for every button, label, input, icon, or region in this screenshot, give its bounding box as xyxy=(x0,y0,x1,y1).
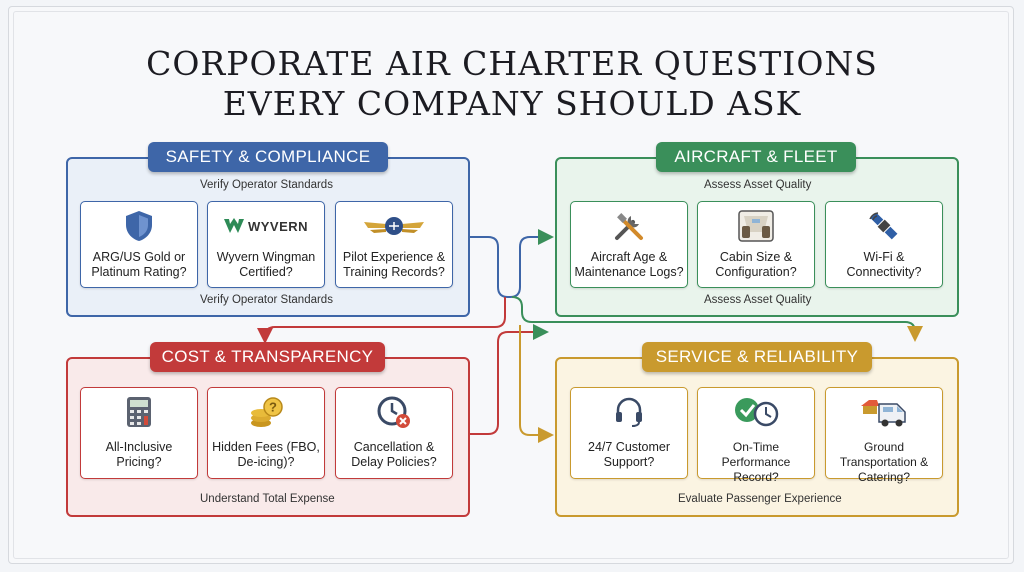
shield-icon xyxy=(81,210,197,242)
card-label: Cancellation & Delay Policies? xyxy=(351,440,437,469)
card-wyvern: WYVERN Wyvern Wingman Certified? xyxy=(207,201,325,288)
card-label: Wi-Fi & Connectivity? xyxy=(846,250,922,279)
card-label: Hidden Fees (FBO, De-icing)? xyxy=(212,440,320,469)
card-cancellation: Cancellation & Delay Policies? xyxy=(335,387,453,479)
card-cabin-size: Cabin Size & Configuration? xyxy=(697,201,815,288)
headset-icon xyxy=(571,396,687,428)
van-icon xyxy=(826,396,942,428)
wyvern-logo: WYVERN xyxy=(208,210,324,242)
svg-text:?: ? xyxy=(269,400,277,415)
service-heading: SERVICE & RELIABILITY xyxy=(642,342,872,372)
card-label: On-Time Performance Record? xyxy=(721,440,791,484)
card-label: Pilot Experience & Training Records? xyxy=(342,250,446,279)
inner-frame xyxy=(13,11,1009,559)
coins-icon: ? xyxy=(208,396,324,428)
link-cost-to-service xyxy=(470,324,549,435)
card-label: Aircraft Age & Maintenance Logs? xyxy=(574,250,684,279)
card-customer-support: 24/7 Customer Support? xyxy=(570,387,688,479)
card-pilot-experience: Pilot Experience & Training Records? xyxy=(335,201,453,288)
link-safety-to-fleet xyxy=(470,229,554,298)
fleet-flow-top-label: Assess Asset Quality xyxy=(704,179,812,191)
safety-heading: SAFETY & COMPLIANCE xyxy=(148,142,388,172)
fleet-heading: AIRCRAFT & FLEET xyxy=(656,142,856,172)
card-ground-transport: Ground Transportation & Catering? xyxy=(825,387,943,484)
link-into-service xyxy=(519,325,554,443)
card-arg-us-rating: ARG/US Gold or Platinum Rating? xyxy=(80,201,198,288)
card-label: Cabin Size & Configuration? xyxy=(715,250,797,279)
wyvern-logo-text: WYVERN xyxy=(247,218,309,234)
pilot-wings-icon xyxy=(336,210,452,242)
card-hidden-fees: ? Hidden Fees (FBO, De-icing)? xyxy=(207,387,325,479)
safety-flow-top-label: Verify Operator Standards xyxy=(200,179,333,191)
card-all-inclusive: All-Inclusive Pricing? xyxy=(80,387,198,479)
cabin-icon xyxy=(698,210,814,242)
card-label: 24/7 Customer Support? xyxy=(588,440,670,469)
cost-flow-bottom-label: Understand Total Expense xyxy=(200,493,335,505)
link-safety-to-cost xyxy=(257,297,506,344)
safety-flow-bottom-label: Verify Operator Standards xyxy=(200,294,333,306)
card-on-time: On-Time Performance Record? xyxy=(697,387,815,484)
card-label: ARG/US Gold or Platinum Rating? xyxy=(91,250,187,279)
fleet-flow-bottom-label: Assess Asset Quality xyxy=(704,294,812,306)
check-clock-icon xyxy=(698,396,814,428)
cost-heading: COST & TRANSPARENCY xyxy=(150,342,385,372)
card-label: Wyvern Wingman Certified? xyxy=(216,250,316,279)
card-label: Ground Transportation & Catering? xyxy=(839,440,929,484)
title-line-2: EVERY COMPANY SHOULD ASK xyxy=(222,84,802,123)
clock-cancel-icon xyxy=(336,396,452,428)
service-flow-bottom-label: Evaluate Passenger Experience xyxy=(678,493,842,505)
title-line-1: CORPORATE AIR CHARTER QUESTIONS xyxy=(146,44,878,83)
calculator-icon xyxy=(81,396,197,428)
card-aircraft-age: Aircraft Age & Maintenance Logs? xyxy=(570,201,688,288)
link-to-service xyxy=(511,296,923,342)
card-wifi: Wi-Fi & Connectivity? xyxy=(825,201,943,288)
card-label: All-Inclusive Pricing? xyxy=(105,440,173,469)
tools-icon xyxy=(571,210,687,242)
satellite-icon xyxy=(826,210,942,242)
